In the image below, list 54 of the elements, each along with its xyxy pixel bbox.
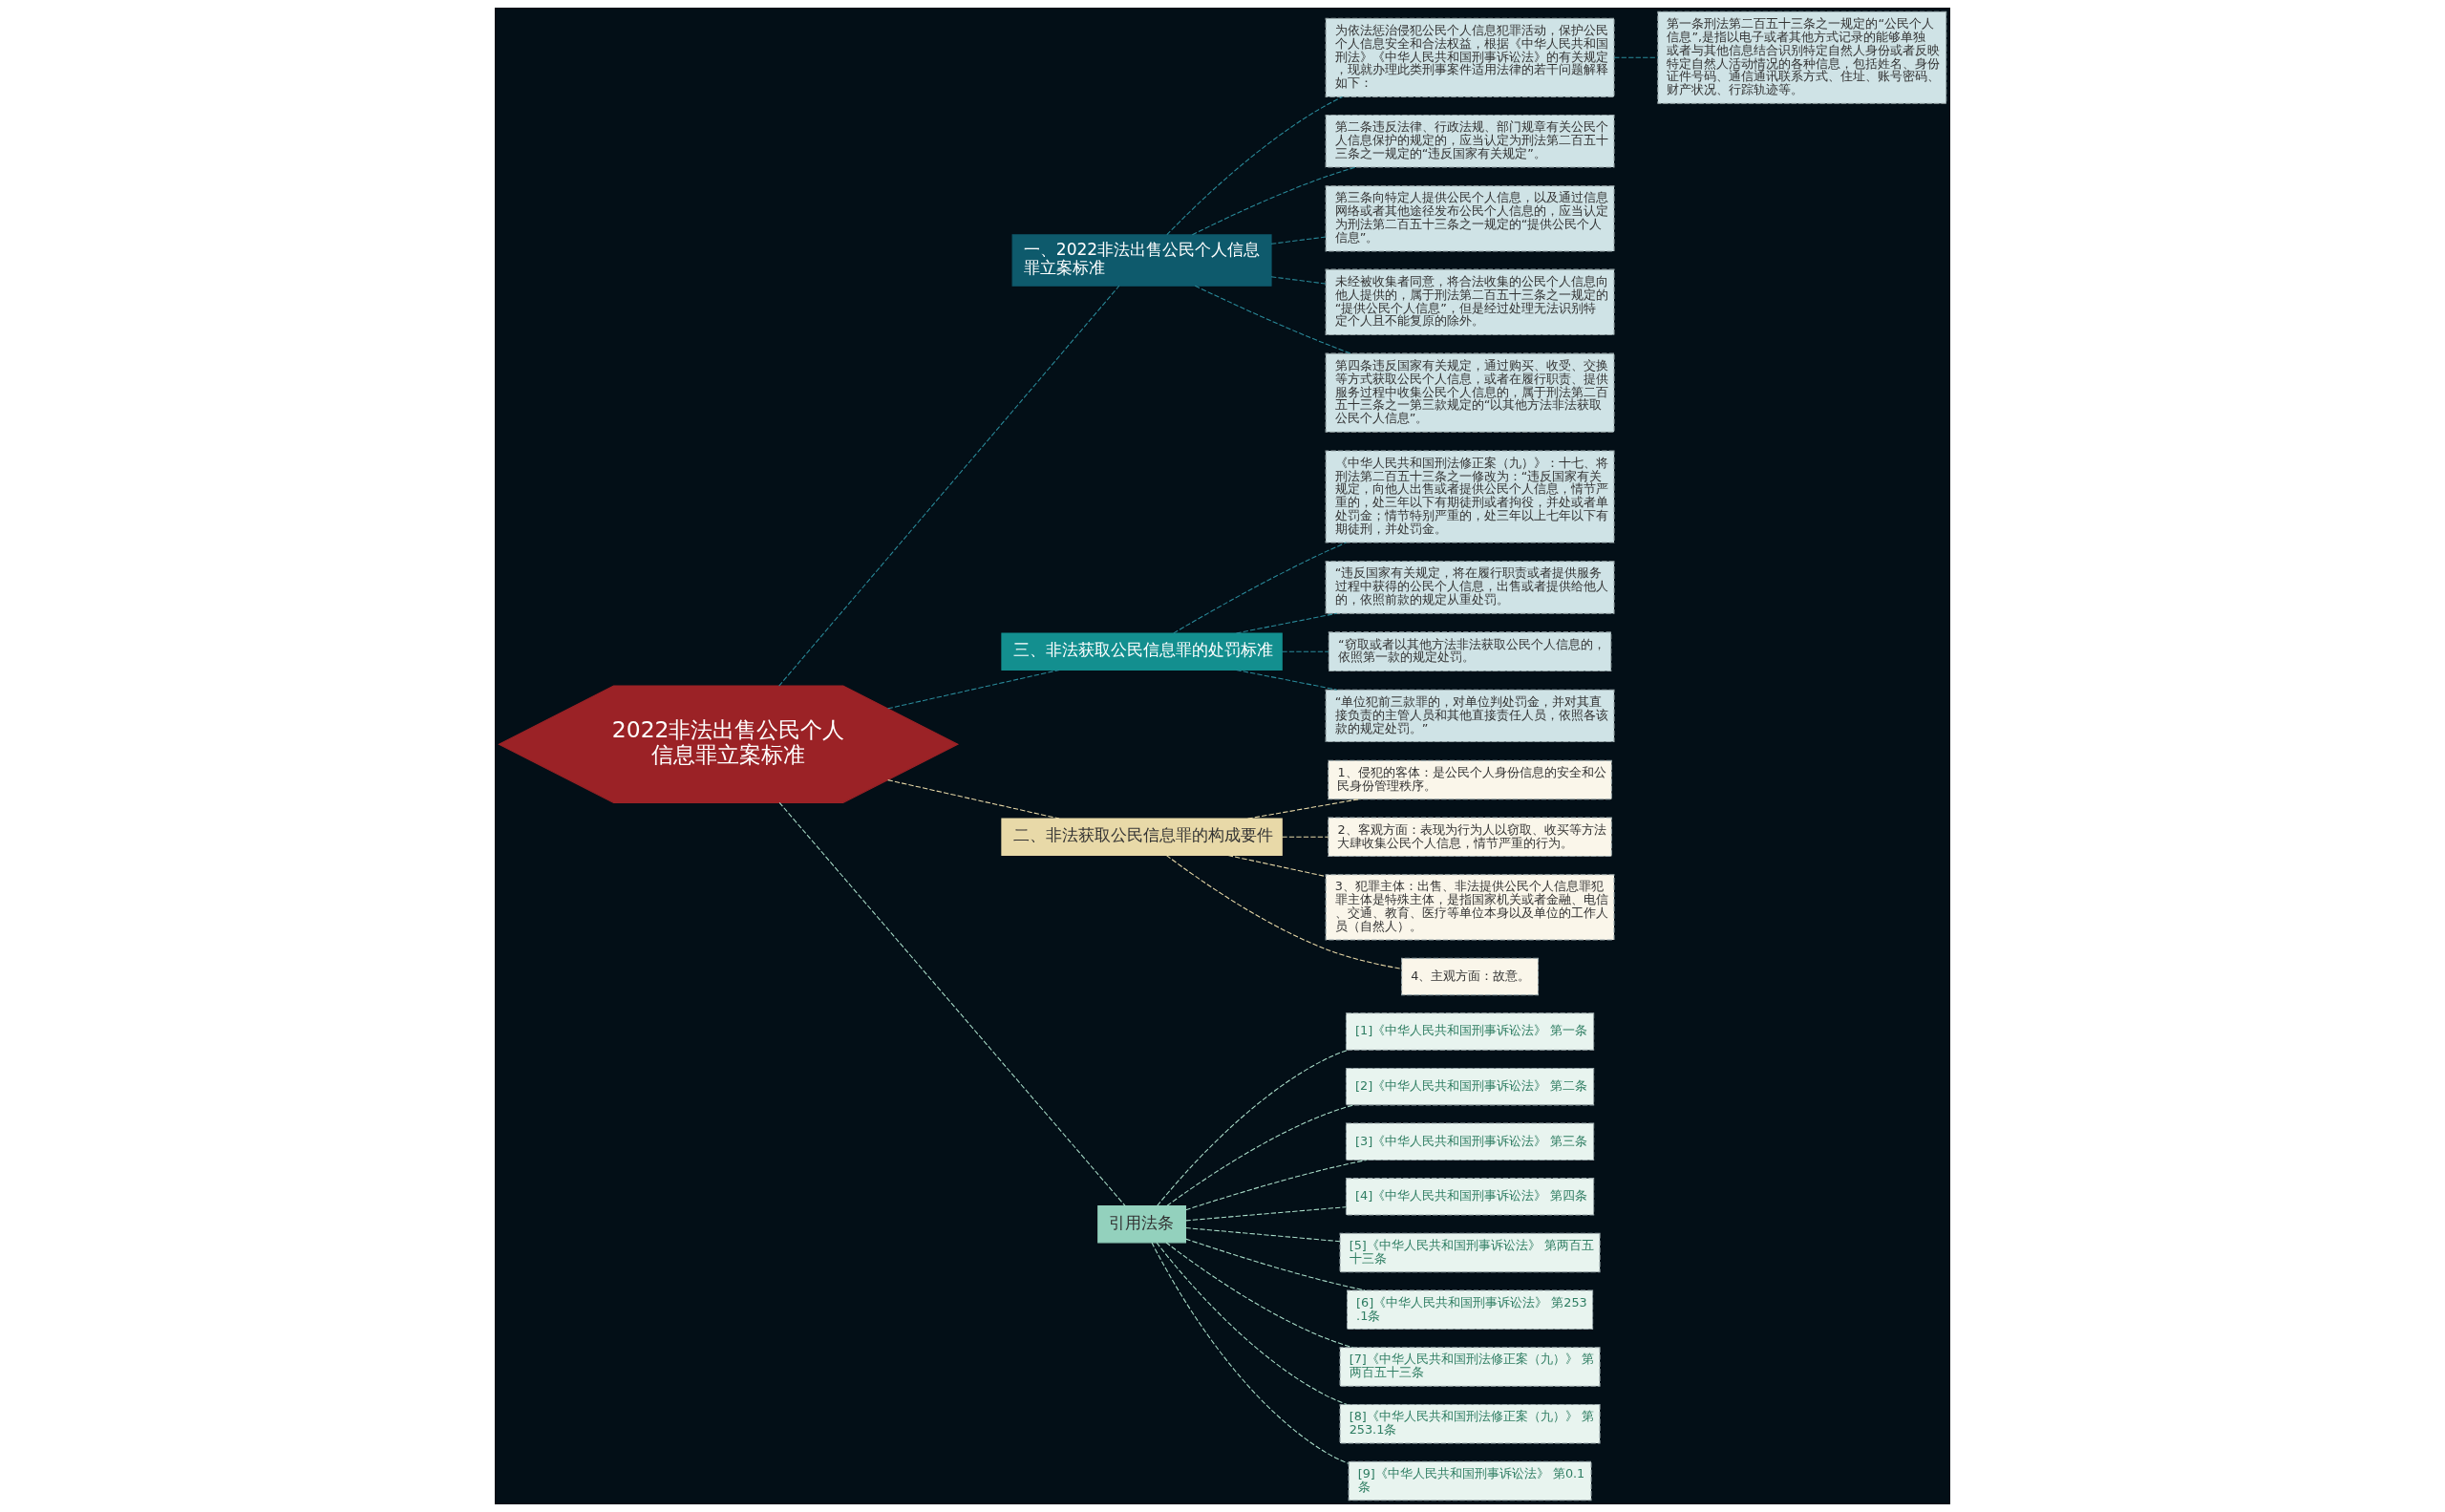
connector <box>1191 166 1357 236</box>
node-box: 第四条违反国家有关规定，通过购买、收受、交换等方式获取公民个人信息，或者在履行职责、提供服务过程中收集公民个人信息的，属于刑法第二百五十三条之一第三款规定的“以其他方法非法获取公民个人信息”。 <box>1325 352 1615 433</box>
node-box: 3、犯罪主体：出售、非法提供公民个人信息罪犯罪主体是特殊主体，是指国家机关或者金融、电信、交通、教育、医疗等单位本身以及单位的工作人员（自然人）。 <box>1325 874 1615 941</box>
connector <box>1166 96 1344 236</box>
connector <box>1157 1049 1349 1206</box>
node-box: 第二条违反法律、行政法规、部门规章有关公民个人信息保护的规定的，应当认定为刑法第二百五十三条之一规定的“违反国家有关规定”。 <box>1325 115 1615 168</box>
node-box: 第一条刑法第二百五十三条之一规定的“公民个人信息”,是指以电子或者其他方式记录的能够单独或者与其他信息结合识别特定自然人身份或者反映特定自然人活动情况的各种信息，包括姓名、身份证件号码、通信通讯联系方式、住址、账号密码、财产状况、行踪轨迹等。 <box>1657 11 1947 104</box>
node-box: [8]《中华人民共和国刑法修正案（九）》 第253.1条 <box>1339 1403 1601 1444</box>
node-box: 第三条向特定人提供公民个人信息，以及通过信息网络或者其他途径发布公民个人信息的，应当认定为刑法第二百五十三条之一规定的“提供公民个人信息”。 <box>1325 185 1615 252</box>
connector <box>1227 855 1327 878</box>
connector <box>1194 285 1352 354</box>
connector <box>1613 56 1659 58</box>
connector <box>1270 276 1327 285</box>
node-box: 2、客观方面：表现为行为人以窃取、收买等方法大肆收集公民个人信息，情节严重的行为。 <box>1328 817 1612 858</box>
connector <box>1235 612 1338 634</box>
connector <box>1165 855 1403 969</box>
node-box: [3]《中华人民共和国刑事诉讼法》 第三条 <box>1345 1122 1595 1161</box>
connector <box>1166 1104 1355 1206</box>
connector <box>1185 1227 1341 1243</box>
node-box: [2]《中华人民共和国刑事诉讼法》 第二条 <box>1345 1067 1595 1106</box>
node-box: “窃取或者以其他方法非法获取公民个人信息的，依照第一款的规定处罚。 <box>1328 631 1612 671</box>
node-box: [7]《中华人民共和国刑法修正案（九）》 第两百五十三条 <box>1339 1347 1601 1387</box>
connector <box>887 669 1060 710</box>
node-box: [9]《中华人民共和国刑事诉讼法》 第0.1条 <box>1348 1460 1592 1501</box>
connector <box>1173 542 1348 634</box>
connector <box>1270 236 1327 245</box>
node-box: [5]《中华人民共和国刑事诉讼法》 第两百五十三条 <box>1339 1232 1601 1273</box>
node-box: 一、2022非法出售公民个人信息罪立案标准 <box>1011 234 1272 287</box>
node-box: 《中华人民共和国刑法修正案（九）》：十七、将刑法第二百五十三条之一修改为：“违反国家有关规定，向他人出售或者提供公民个人信息，情节严重的，处三年以下有期徒刑或者拘役，并处或者单处罚金；情节特别严重的，处三年以上七年以下有期徒刑，并处罚金。 <box>1325 450 1615 543</box>
node-box: [4]《中华人民共和国刑事诉讼法》 第四条 <box>1345 1178 1595 1216</box>
connector <box>1247 799 1359 820</box>
node-box: 未经被收集者同意，将合法收集的公民个人信息向他人提供的，属于刑法第二百五十三条之一规定的“提供公民个人信息”，但是经过处理无法识别特定个人且不能复原的除外。 <box>1325 268 1615 335</box>
connector <box>1151 1242 1350 1464</box>
connector <box>1235 669 1338 691</box>
connector <box>1165 1242 1353 1349</box>
connector <box>1185 1159 1368 1211</box>
node-box: “违反国家有关规定，将在履行职责或者提供服务过程中获得的公民个人信息，出售或者提供给他人的，依照前款的规定从重处罚。 <box>1325 561 1615 614</box>
connector <box>1281 836 1329 838</box>
node-box: [6]《中华人民共和国刑事诉讼法》 第253.1条 <box>1347 1289 1594 1331</box>
node-box: 引用法条 <box>1097 1204 1186 1244</box>
connector <box>1185 1238 1366 1291</box>
node-box: “单位犯前三款罪的，对单位判处罚金，并对其直接负责的主管人员和其他直接责任人员，依照各该款的规定处罚。” <box>1325 689 1615 743</box>
node-box: 4、主观方面：故意。 <box>1401 957 1540 996</box>
node-box: 二、非法获取公民信息罪的构成要件 <box>1001 818 1283 857</box>
connector <box>1156 1242 1348 1405</box>
connector <box>778 285 1120 687</box>
connector <box>1281 650 1329 652</box>
connector <box>887 779 1060 820</box>
connector <box>778 801 1126 1206</box>
node-box: 三、非法获取公民信息罪的处罚标准 <box>1001 632 1283 671</box>
node-box: 1、侵犯的客体：是公民个人身份信息的安全和公民身份管理秩序。 <box>1328 759 1612 800</box>
node-box: [1]《中华人民共和国刑事诉讼法》 第一条 <box>1345 1012 1595 1051</box>
connector <box>1185 1206 1347 1222</box>
node-box: 为依法惩治侵犯公民个人信息犯罪活动，保护公民个人信息安全和合法权益，根据《中华人民共和国刑法》《中华人民共和国刑事诉讼法》的有关规定，现就办理此类刑事案件适用法律的若干问题解释如下： <box>1325 17 1615 97</box>
